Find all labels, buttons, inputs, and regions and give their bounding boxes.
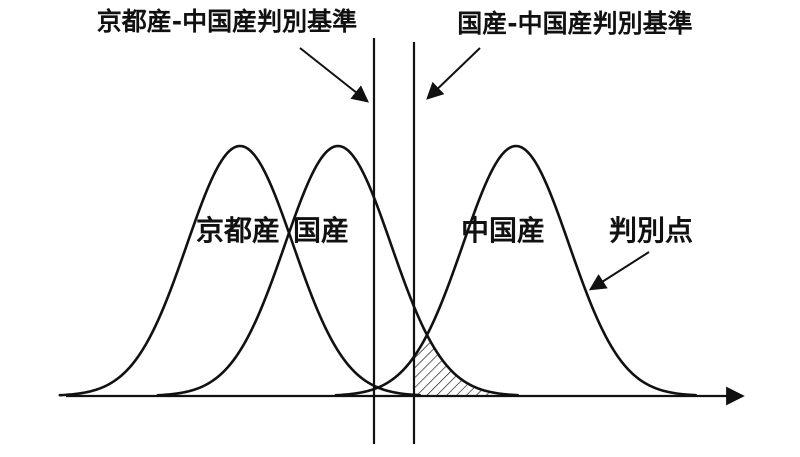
- kyoto-china-callout-arrow: [299, 47, 369, 103]
- kyoto-curve-label: 京都産: [196, 214, 280, 247]
- overlap-hatch-region: [414, 336, 495, 396]
- domestic-distribution-curve: [156, 144, 520, 397]
- kyoto-distribution-curve: [58, 144, 422, 397]
- domestic-curve-label: 国産: [293, 214, 349, 247]
- china-curve-label: 中国産: [461, 214, 545, 247]
- domestic-china-callout-arrow: [426, 47, 481, 100]
- kyoto-china-criterion-label: 京都産-中国産判別基準: [97, 7, 357, 36]
- china-distribution-curve: [334, 144, 698, 397]
- domestic-china-criterion-label: 国産-中国産判別基準: [457, 9, 692, 38]
- discrimination-point-arrow: [588, 251, 650, 291]
- discrimination-point-label: 判別点: [609, 214, 693, 247]
